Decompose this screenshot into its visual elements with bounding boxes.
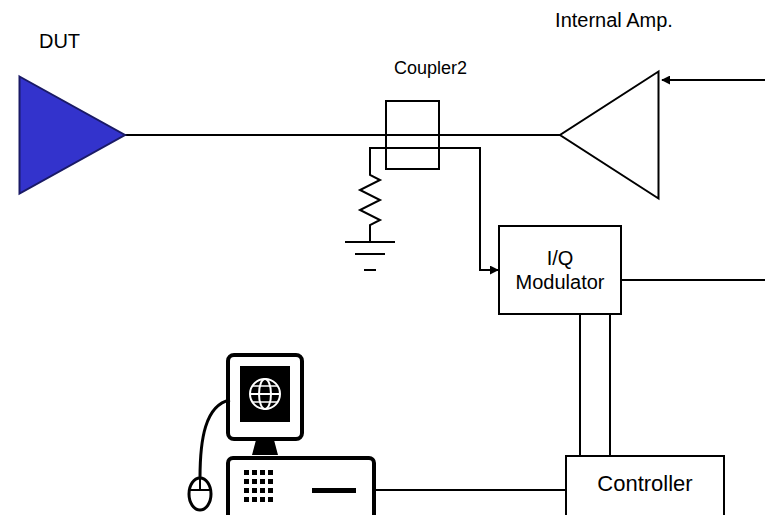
node-label: Internal Amp. [555,8,673,32]
ground-symbol [345,242,395,270]
modulator-box-outline [498,225,622,315]
keypad-key [252,497,257,502]
keypad-key [252,479,257,484]
keypad-key [268,488,273,493]
keypad-key [252,488,257,493]
computer-icon [189,355,374,515]
keypad-key [244,497,249,502]
keypad-key [268,479,273,484]
coupler-box: Coupler2 [385,100,440,170]
node-text: Controller [597,471,692,497]
keypad-key [268,497,273,502]
computer-link [376,489,566,491]
keypad-key [252,470,257,475]
keypad-key [260,497,265,502]
dut-amplifier: DUT [18,75,125,195]
signal-line [440,148,498,270]
keypad-key [260,479,265,484]
signal-line [579,315,581,455]
termination-resistor [360,148,385,242]
node-text: I/Q Modulator [508,246,612,294]
node-label: DUT [39,29,80,53]
node-label: Coupler2 [394,58,467,80]
controller-box: Controller [565,455,725,515]
keypad-key [244,470,249,475]
keypad-key [260,470,265,475]
signal-line [125,134,385,136]
internal-amplifier-outline [560,70,660,200]
coupler-box-outline [385,100,440,170]
modulator-output-line [620,279,765,281]
signal-line [609,315,611,455]
amp-input-line [662,79,765,81]
signal-line [440,134,560,136]
dut-amplifier-outline [18,75,125,195]
keypad-key [244,479,249,484]
modulator-box: I/Q Modulator [498,225,622,315]
keypad-key [268,470,273,475]
keypad-key [260,488,265,493]
internal-amplifier: Internal Amp. [560,70,660,200]
keypad-key [244,488,249,493]
